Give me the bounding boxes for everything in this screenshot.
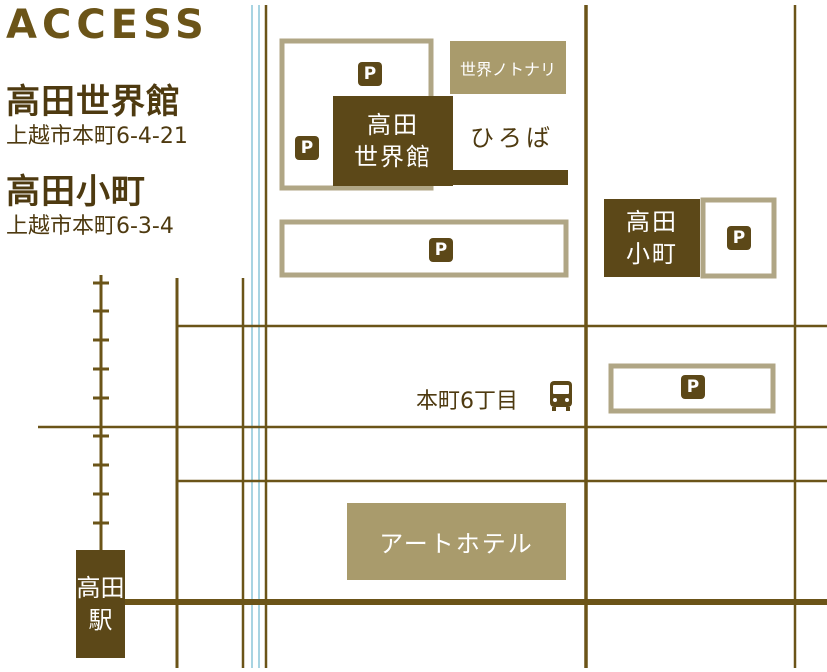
hiroba-label: ひろば xyxy=(470,124,554,152)
parking-icon: P xyxy=(681,375,705,399)
takada-sekaikan-box xyxy=(333,96,453,186)
bus-icon xyxy=(550,381,572,411)
takada-station-label-line2: 駅 xyxy=(88,606,113,634)
takada-station-label: 高田 駅 xyxy=(76,553,125,655)
parking-icon: P xyxy=(358,62,382,86)
sekai-notonari-box xyxy=(450,41,566,94)
parking-icon: P xyxy=(727,226,751,250)
parking-icon: P xyxy=(295,136,319,160)
takada-sekaikan-label: 高田 世界館 xyxy=(333,100,453,182)
bus-stop-label: 本町6丁目 xyxy=(416,389,518,414)
parking-icon: P xyxy=(429,238,453,262)
art-hotel-label: アートホテル xyxy=(379,530,534,558)
takada-sekaikan-label-line1: 高田 xyxy=(367,111,419,139)
location-address-komachi: 上越市本町6-3-4 xyxy=(6,214,174,239)
railway-line xyxy=(93,275,109,600)
takada-komachi-label-line1: 高田 xyxy=(626,208,678,236)
art-hotel-box xyxy=(347,503,566,580)
hiroba-area xyxy=(455,96,566,170)
location-name-komachi: 高田小町 xyxy=(6,172,146,212)
takada-station-box xyxy=(76,550,125,658)
takada-komachi-label-line2: 小町 xyxy=(626,240,678,268)
takada-komachi-label: 高田 小町 xyxy=(604,201,700,275)
parking-lot-middle xyxy=(279,219,569,278)
page-title: ACCESS xyxy=(6,2,209,48)
takada-komachi-box xyxy=(604,199,700,277)
location-address-sekaikan: 上越市本町6-4-21 xyxy=(6,124,188,149)
location-name-sekaikan: 高田世界館 xyxy=(6,82,181,122)
takada-station-label-line1-a: 高田 xyxy=(76,574,125,602)
takada-sekaikan-label-line2: 世界館 xyxy=(354,143,432,171)
sekai-notonari-label: 世界ノトナリ xyxy=(459,59,556,79)
